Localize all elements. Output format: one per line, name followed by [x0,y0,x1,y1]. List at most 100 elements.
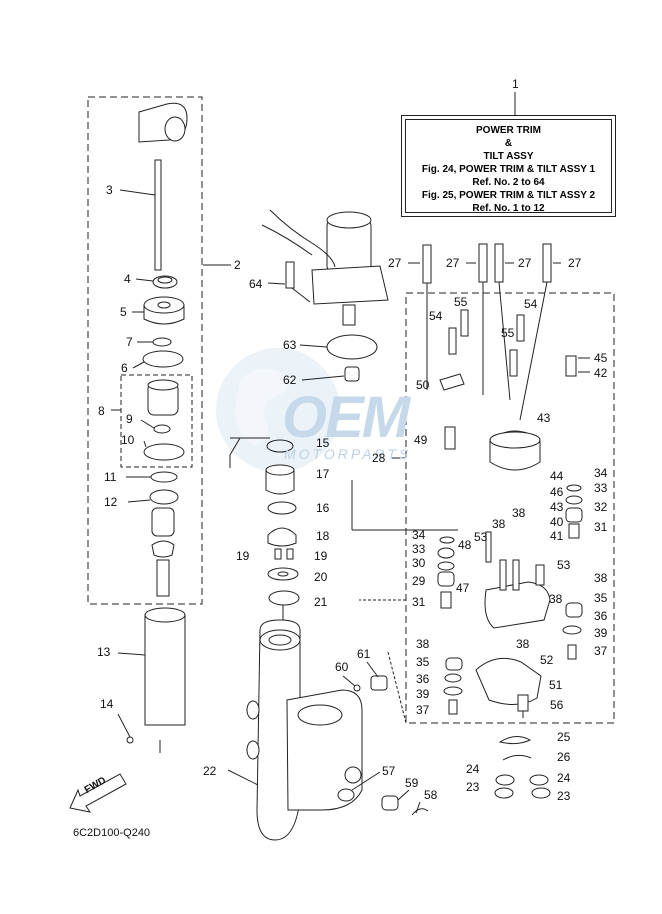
callout-4: 4 [124,272,131,286]
callout-30: 30 [412,556,426,570]
callout-39-left: 39 [416,687,430,701]
callout-32: 32 [594,500,608,514]
callout-36-left: 36 [416,672,430,686]
callout-58: 58 [424,788,438,802]
callout-50: 50 [416,378,430,392]
callout-16: 16 [316,501,330,515]
callout-59: 59 [405,776,419,790]
callout-34-left: 34 [412,528,426,542]
callout-55-top: 55 [454,295,468,309]
callout-2: 2 [234,258,241,272]
callout-35-left: 35 [416,655,430,669]
caption-line: Ref. No. 2 to 64 [472,177,545,188]
callout-45: 45 [594,351,608,365]
callout-40: 40 [550,515,564,529]
callout-8: 8 [98,404,105,418]
callout-43-mid: 43 [550,500,564,514]
callout-28: 28 [372,451,386,465]
callout-60: 60 [335,660,349,674]
callout-38-b: 38 [416,637,430,651]
callout-13: 13 [97,645,111,659]
callout-33-left: 33 [412,542,426,556]
callout-19-right: 19 [314,549,328,563]
callout-42: 42 [594,366,608,380]
callout-52: 52 [540,653,554,667]
callout-38-c: 38 [492,517,506,531]
callout-55-right: 55 [501,326,515,340]
callout-20: 20 [314,570,328,584]
callout-62: 62 [283,373,297,387]
group-box-right [405,292,615,724]
callout-54-right: 54 [524,297,538,311]
callout-23-left: 23 [466,780,480,794]
callout-7: 7 [126,335,133,349]
group-box-2 [87,96,203,605]
callout-18: 18 [316,529,330,543]
callout-29: 29 [412,574,426,588]
callout-14: 14 [100,697,114,711]
callout-38-d: 38 [512,506,526,520]
callout-63: 63 [283,338,297,352]
callout-26: 26 [557,750,571,764]
callout-43-top: 43 [537,411,551,425]
callout-37-left: 37 [416,703,430,717]
part-22-housing [246,619,363,841]
callout-49: 49 [414,433,428,447]
caption-line: Fig. 24, POWER TRIM & TILT ASSY 1 [421,164,596,175]
caption-box: POWER TRIM & TILT ASSY Fig. 24, POWER TR… [402,116,615,216]
callout-9: 9 [126,412,133,426]
caption-line: & [504,138,513,149]
callout-34-right: 34 [594,466,608,480]
motor [261,209,389,326]
callout-24-left: 24 [466,762,480,776]
callout-35-right: 35 [594,591,608,605]
watermark-tagline: MOTORPARTS [284,446,412,462]
callout-6: 6 [121,361,128,375]
callout-27-d: 27 [568,256,582,270]
caption-line: Ref. No. 1 to 12 [472,203,545,214]
callout-64: 64 [249,277,263,291]
watermark-logo: OEM [282,385,410,450]
callout-48: 48 [458,538,472,552]
callout-1: 1 [512,77,519,91]
callout-23-right: 23 [557,789,571,803]
callout-47: 47 [456,581,470,595]
callout-27-a: 27 [388,256,402,270]
callout-41: 41 [550,529,564,543]
callout-38-e: 38 [549,592,563,606]
callout-61: 61 [357,647,371,661]
callout-10: 10 [121,433,135,447]
callout-38-a: 38 [594,571,608,585]
callout-11: 11 [104,470,117,484]
callout-31-left: 31 [412,595,426,609]
callout-19-left: 19 [236,549,250,563]
callout-38-f: 38 [516,637,530,651]
callout-54-left: 54 [429,309,443,323]
callout-53-left: 53 [474,530,488,544]
callout-53-right: 53 [557,558,571,572]
callout-51: 51 [549,678,563,692]
part-3-rod [119,102,188,271]
fwd-arrow [69,773,127,813]
diagram-code: 6C2D100-Q240 [73,827,151,839]
callout-39-right: 39 [594,626,608,640]
callout-27-b: 27 [446,256,460,270]
callout-27-c: 27 [518,256,532,270]
callout-12: 12 [104,495,118,509]
callout-37-right: 37 [594,644,608,658]
caption-line: POWER TRIM [476,125,541,136]
caption-line: TILT ASSY [483,151,534,162]
callout-44: 44 [550,469,564,483]
callout-15: 15 [316,436,330,450]
callout-5: 5 [120,305,127,319]
callout-21: 21 [314,595,328,609]
callout-25: 25 [557,730,571,744]
callout-24-right: 24 [557,771,571,785]
callout-3: 3 [106,183,113,197]
callout-46: 46 [550,485,564,499]
callout-56: 56 [550,698,564,712]
group-box-8 [120,374,193,468]
callout-22: 22 [203,764,217,778]
